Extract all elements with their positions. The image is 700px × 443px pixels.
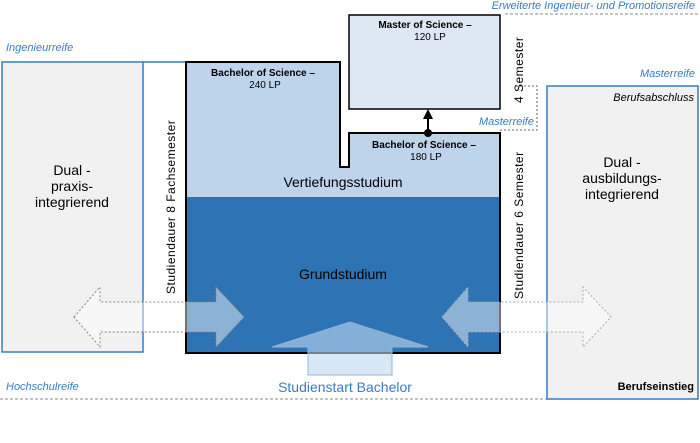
left-transfer-arrow — [73, 285, 245, 349]
duration-left-label: Studiendauer 8 Fachsemester — [164, 120, 178, 294]
erweiterte-reife-label: Erweiterte Ingenieur- und Promotionsreif… — [492, 0, 695, 12]
dual-praxis-box — [1, 61, 144, 353]
duration-right-label: Studiendauer 6 Semester — [512, 151, 526, 299]
studienstart-arrow — [271, 321, 429, 376]
bachelor-180-credits: 180 LP — [410, 152, 442, 163]
master-title: Master of Science – — [378, 20, 472, 31]
master-block — [348, 14, 501, 110]
ingenieurreife-label: Ingenieurreife — [6, 42, 73, 54]
duration-master-label: 4 Semester — [512, 37, 526, 103]
dual-praxis-line-3: integrierend — [35, 194, 109, 210]
masterreife-label-mid: Masterreife — [479, 116, 534, 128]
bachelor-240-credits: 240 LP — [249, 80, 281, 91]
grundstudium-label: Grundstudium — [299, 266, 387, 282]
dual-ausbildung-line-2: ausbildungs- — [582, 170, 662, 186]
dual-praxis-line-2: praxis- — [51, 178, 93, 194]
studienstart-label: Studienstart Bachelor — [278, 379, 412, 395]
berufseinstieg-label: Berufseinstieg — [618, 381, 694, 393]
berufsabschluss-label: Berufsabschluss — [613, 92, 694, 104]
hochschulreife-label: Hochschulreife — [6, 381, 79, 393]
right-transfer-arrow — [441, 285, 612, 349]
dual-ausbildung-line-1: Dual - — [603, 154, 641, 170]
bachelor-outline — [185, 61, 501, 354]
arrow-up-icon — [423, 109, 433, 119]
masterreife-label-right: Masterreife — [640, 68, 695, 80]
dual-praxis-line-1: Dual - — [53, 162, 91, 178]
vertiefungsstudium-label: Vertiefungsstudium — [283, 174, 402, 190]
master-credits: 120 LP — [414, 32, 446, 43]
vertiefung-block — [186, 62, 500, 197]
connector-dot — [424, 129, 432, 137]
dual-ausbildung-line-3: integrierend — [585, 186, 659, 202]
bachelor-180-title: Bachelor of Science – — [372, 140, 476, 151]
bachelor-240-title: Bachelor of Science – — [211, 68, 315, 79]
dual-ausbildung-box — [546, 85, 699, 400]
